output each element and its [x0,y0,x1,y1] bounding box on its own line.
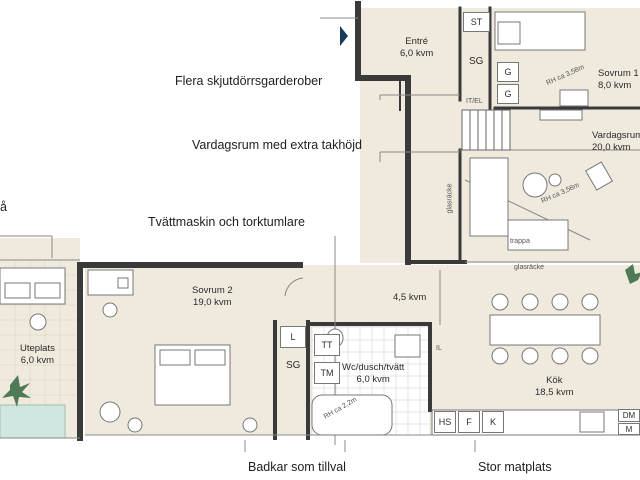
fixture-hs: HS [434,411,456,433]
room-sovrum2-area: 19,0 kvm [193,297,232,308]
room-sovrum1: Sovrum 1 8,0 kvm [598,68,639,92]
room-hall-area: 4,5 kvm [393,292,427,303]
room-kok-area: 18,5 kvm [535,387,574,398]
pool [0,404,66,439]
fixture-sg: SG [469,56,484,67]
callout-dining: Stor matplats [478,460,552,474]
callout-wardrobes: Flera skjutdörrsgarderober [175,74,323,88]
callout-laundry: Tvättmaskin och torktumlare [148,215,305,229]
fixture-f: F [458,411,480,433]
room-kok: Kök 18,5 kvm [535,375,574,399]
fixture-k: K [482,411,504,433]
fixture-sg2: SG [286,360,301,371]
room-wc-area: 6,0 kvm [356,374,390,385]
room-sovrum1-name: Sovrum 1 [598,68,639,79]
fixture-il: IL [436,345,442,352]
room-entre: Entré 6,0 kvm [400,36,433,60]
door-swing [284,277,304,297]
stairs [461,109,511,151]
fixture-l: L [280,326,306,348]
entrance-arrow-icon [340,26,348,46]
callout-left-partial: å [0,200,7,214]
room-sovrum1-area: 8,0 kvm [598,80,632,91]
room-sovrum2-name: Sovrum 2 [192,285,233,296]
fixture-g1: G [497,62,519,82]
room-entre-name: Entré [405,36,428,47]
room-uteplats: Uteplats 6,0 kvm [20,343,55,367]
room-wc-name: Wc/dusch/tvätt [342,362,405,373]
room-vardagsrum: Vardagsrum 20,0 kvm [592,130,640,154]
fixture-g2: G [497,84,519,104]
fixture-tt: TT [314,334,340,356]
room-entre-area: 6,0 kvm [400,48,434,59]
note-glasracke-bottom: glasräcke [514,264,544,271]
walls [77,1,640,441]
room-sovrum2: Sovrum 2 19,0 kvm [192,285,233,309]
room-uteplats-area: 6,0 kvm [20,355,55,366]
fixture-dm: DM [618,409,640,422]
fixture-st: ST [463,12,490,32]
note-trappa: trappa [510,238,530,245]
fixture-tm: TM [314,362,340,384]
furniture [0,11,613,436]
room-vardagsrum-area: 20,0 kvm [592,142,631,153]
fixture-it-el: IT/EL [466,98,483,105]
callout-bathtub: Badkar som tillval [248,460,346,474]
callout-living-height: Vardagsrum med extra takhöjd [192,138,362,152]
plants [2,264,640,407]
room-uteplats-name: Uteplats [20,343,55,354]
fixture-m: M [618,423,640,435]
note-glasracke-left: glasräcke [446,183,454,214]
room-kok-name: Kök [546,375,563,386]
room-wc: Wc/dusch/tvätt 6,0 kvm [342,362,404,386]
room-hall: 4,5 kvm [393,292,426,304]
room-vardagsrum-name: Vardagsrum [592,130,640,141]
